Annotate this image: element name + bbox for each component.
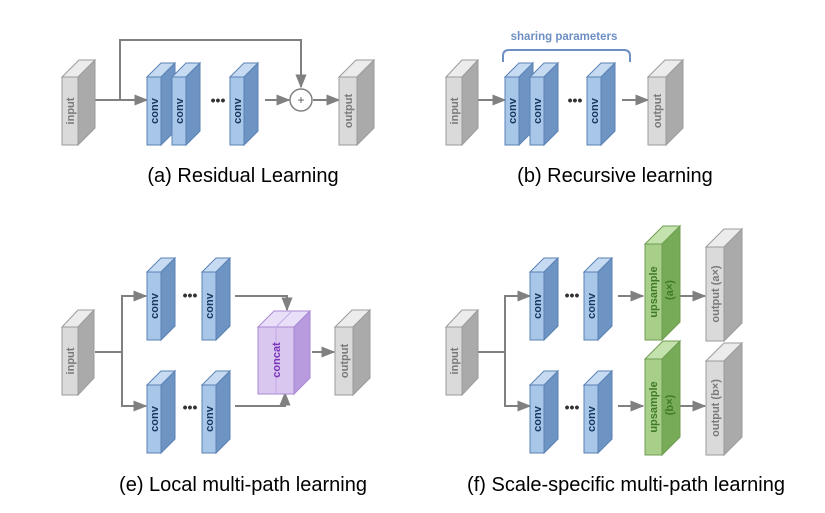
input-block: input [444, 58, 480, 147]
conv-label: conv [532, 292, 544, 319]
arrow-bottom-branch-to-concat [235, 391, 291, 407]
conv-label: conv [232, 97, 244, 124]
panel-f-scale-specific: input conv ••• conv conv ••• conv [444, 224, 785, 496]
ellipsis: ••• [568, 92, 583, 108]
add-node: + [289, 88, 313, 112]
concat-label: concat [271, 342, 283, 378]
conv-block-3: conv [228, 61, 260, 147]
upsample-block-top: upsample (a×) [643, 224, 682, 342]
arrow-input-to-top-branch [478, 290, 532, 353]
ellipsis: ••• [565, 287, 580, 303]
conv-block-2: conv [528, 61, 560, 147]
conv-block-2: conv [170, 61, 202, 147]
conv-block-top-2: conv [582, 256, 614, 342]
output-label: output (b×) [710, 379, 722, 437]
panel-b-recursive: sharing parameters input conv conv ••• [444, 31, 713, 187]
ellipsis: ••• [183, 399, 198, 415]
ellipsis: ••• [211, 92, 226, 108]
conv-block-top-1: conv [528, 256, 560, 342]
input-label: input [65, 347, 77, 374]
sharing-parameters-label: sharing parameters [511, 31, 618, 43]
conv-label: conv [204, 292, 216, 319]
output-block: output [646, 58, 685, 147]
conv-label: conv [589, 97, 601, 124]
panel-e-local-multipath: input conv ••• conv conv ••• conv [60, 256, 372, 496]
conv-label: conv [532, 97, 544, 124]
ellipsis: ••• [565, 399, 580, 415]
input-label: input [449, 347, 461, 374]
conv-label: conv [149, 292, 161, 319]
output-block-bottom: output (b×) [704, 341, 744, 457]
conv-block-3: conv [585, 61, 617, 147]
caption-e: (e) Local multi-path learning [119, 474, 367, 496]
input-block: input [60, 58, 97, 147]
panel-a-residual: input conv conv ••• conv + [60, 39, 376, 187]
conv-block-1: conv [145, 61, 177, 147]
output-block-top: output (a×) [704, 227, 744, 343]
upsample-block-bottom: upsample (b×) [643, 339, 682, 457]
output-label: output [339, 344, 351, 379]
output-block: output [333, 308, 372, 397]
arrow-input-to-bottom-branch [504, 352, 532, 412]
output-label: output [343, 94, 355, 129]
concat-block: concat [256, 309, 312, 396]
arrow-input-to-top-branch [95, 290, 148, 353]
conv-block-bottom-1: conv [145, 369, 177, 455]
conv-block-top-2: conv [200, 256, 232, 342]
add-symbol: + [297, 93, 304, 107]
scale-label: (b×) [664, 394, 676, 415]
conv-label: conv [149, 97, 161, 124]
upsample-label: upsample [648, 381, 660, 432]
conv-block-1: conv [503, 61, 535, 147]
conv-label: conv [174, 97, 186, 124]
conv-block-bottom-1: conv [528, 369, 560, 455]
output-label: output [652, 94, 664, 129]
input-block: input [60, 308, 96, 397]
input-block: input [444, 308, 480, 397]
conv-label: conv [149, 405, 161, 432]
caption-b: (b) Recursive learning [517, 165, 713, 187]
arrow-input-to-bottom-branch [121, 352, 148, 412]
output-label: output (a×) [710, 265, 722, 322]
conv-label: conv [586, 405, 598, 432]
conv-label: conv [204, 405, 216, 432]
upsample-label: upsample [648, 266, 660, 317]
conv-block-bottom-2: conv [200, 369, 232, 455]
output-block: output [337, 58, 376, 147]
caption-f: (f) Scale-specific multi-path learning [467, 474, 785, 496]
caption-a: (a) Residual Learning [147, 165, 338, 187]
conv-block-top-1: conv [145, 256, 177, 342]
arrow-top-branch-to-concat [235, 295, 293, 312]
ellipsis: ••• [183, 287, 198, 303]
conv-block-bottom-2: conv [582, 369, 614, 455]
input-label: input [65, 97, 77, 124]
scale-label: (a×) [664, 280, 676, 300]
skip-connection-arrow [119, 39, 307, 100]
conv-label: conv [507, 97, 519, 124]
sharing-bracket [502, 49, 631, 62]
conv-label: conv [532, 405, 544, 432]
conv-label: conv [586, 292, 598, 319]
input-label: input [449, 97, 461, 124]
